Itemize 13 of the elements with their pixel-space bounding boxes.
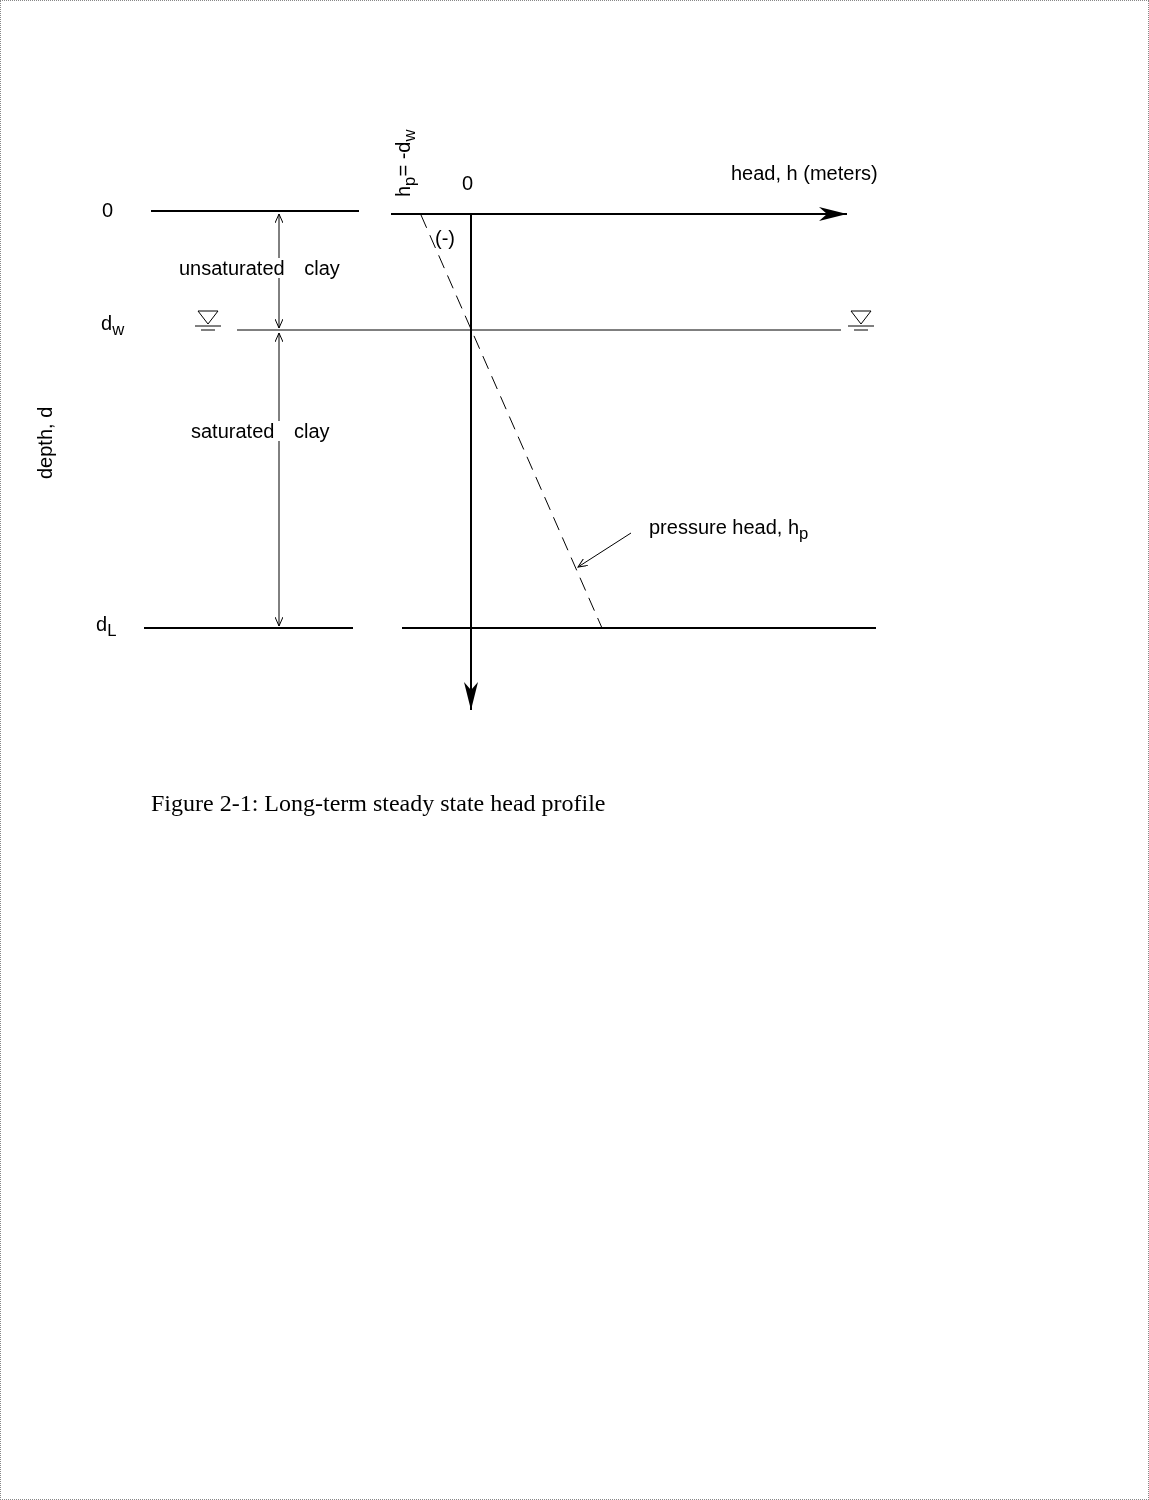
leader-line bbox=[577, 532, 632, 568]
leader-label: pressure head, h$_{p}$ bbox=[649, 517, 809, 543]
layer-label: unsaturated clay bbox=[179, 258, 340, 278]
depth-label: 0 bbox=[102, 200, 114, 220]
pressure-head-line bbox=[420, 214, 603, 629]
layer-label: saturated clay bbox=[191, 421, 330, 441]
depth-label: d$_{w}$ bbox=[101, 313, 125, 339]
sign-label: (-) bbox=[435, 228, 455, 248]
figure-caption: Figure 2-1: Long-term steady state head profile bbox=[151, 791, 606, 815]
axis-tick-label: 0 bbox=[462, 173, 474, 193]
depth-label: d$_{L}$ bbox=[96, 614, 117, 640]
axis-title: head, h (meters) bbox=[731, 163, 878, 183]
axis-title: depth, d bbox=[35, 406, 55, 479]
